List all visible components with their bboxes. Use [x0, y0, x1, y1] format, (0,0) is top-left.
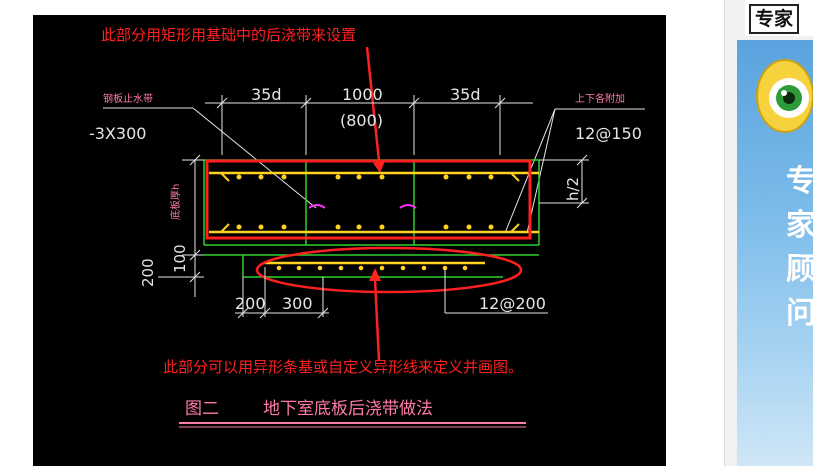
dim-100: 100: [171, 244, 189, 273]
top-annotation-arrow-shaft: [365, 46, 381, 162]
dim-200-vertical: 200: [139, 258, 157, 287]
banner-char: 家: [786, 208, 813, 243]
ellipse-irregular-footing-highlight: [255, 246, 523, 294]
bottom-annotation: 此部分可以用异形条基或自定义异形线来定义并画图。: [163, 358, 523, 376]
bottom-annotation-arrow-shaft: [373, 278, 381, 362]
dim-200-bottom: 200: [235, 294, 266, 313]
top-annotation-arrow-head: [373, 161, 385, 173]
figure-title: 地下室底板后浇带做法: [263, 399, 433, 419]
bottom-dimensions: [235, 267, 548, 319]
top-dimension-chain: [205, 95, 533, 155]
mascot-eye-icon: [756, 59, 813, 133]
waterstop-plates: [308, 204, 417, 209]
banner-chars: 专 家 顾 问: [781, 160, 813, 336]
dim-center-1000: 1000: [342, 85, 383, 104]
banner-char: 问: [786, 296, 813, 331]
added-rebar-label: 上下各附加: [575, 92, 625, 105]
expert-title[interactable]: 专家: [749, 4, 800, 34]
rebar-hooks: [220, 172, 520, 233]
bottom-rebar-spec: 12@200: [479, 294, 546, 313]
right-half-height-dimension: [539, 154, 589, 209]
rect-post-pour-strip-highlight: [205, 159, 532, 240]
cad-drawing: 此部分用矩形用基础中的后浇带来设置 35d 1000 (800) 35d 钢板止…: [33, 15, 666, 466]
dim-left-35d: 35d: [251, 85, 282, 104]
dim-half-height: h/2: [564, 177, 582, 201]
rebar-dots: [236, 174, 494, 271]
waterstop-label: 钢板止水带: [103, 92, 153, 105]
figure-number: 图二: [185, 399, 219, 419]
cad-canvas: 此部分用矩形用基础中的后浇带来设置 35d 1000 (800) 35d 钢板止…: [89, 26, 645, 428]
slab-thickness-label: 底板厚h: [169, 184, 182, 220]
left-vertical-dimensions: [182, 154, 204, 297]
rebar-lines: [209, 171, 539, 265]
top-annotation: 此部分用矩形用基础中的后浇带来设置: [101, 26, 356, 44]
added-rebar-spec: 12@150: [575, 124, 642, 143]
expert-banner[interactable]: 专 家 顾 问: [737, 40, 813, 466]
dim-center-800: (800): [340, 111, 383, 130]
right-side-panel: 专家 专 家 顾 问: [724, 0, 813, 466]
dim-300: 300: [282, 294, 313, 313]
waterstop-leader-line: [192, 107, 317, 209]
bottom-annotation-arrow-head: [369, 268, 381, 281]
waterstop-spec: -3X300: [89, 124, 146, 143]
banner-char: 顾: [786, 252, 813, 287]
expert-header: 专家: [745, 0, 813, 36]
added-rebar-leader-2: [526, 108, 556, 234]
banner-char: 专: [786, 164, 813, 199]
dim-right-35d: 35d: [450, 85, 481, 104]
